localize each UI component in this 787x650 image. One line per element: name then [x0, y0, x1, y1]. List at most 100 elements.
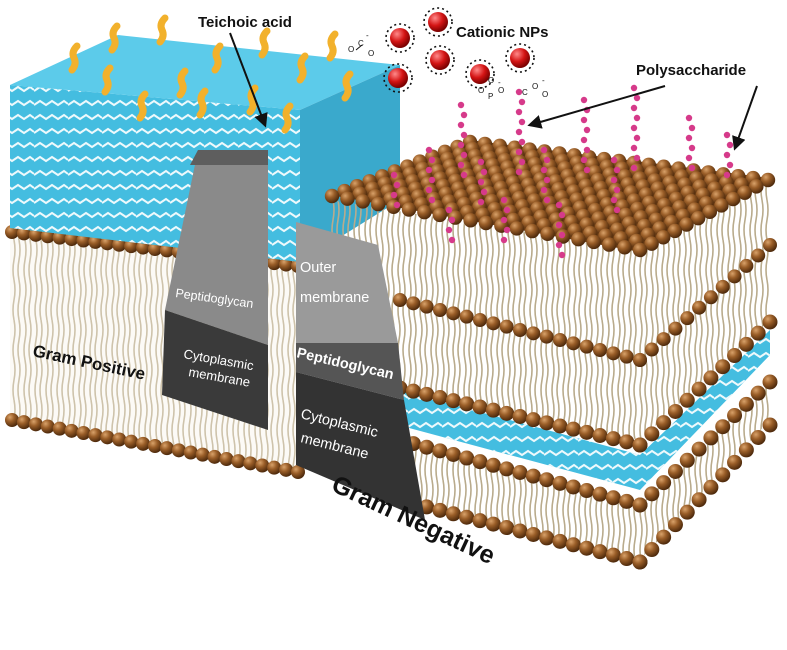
carboxyl-group-2: COO- — [522, 76, 548, 99]
lipid-head — [340, 191, 355, 206]
polysaccharide-bead — [555, 201, 563, 209]
lipid-head — [749, 179, 764, 194]
polysaccharide-bead — [428, 196, 436, 204]
polysaccharide-bead — [390, 171, 398, 179]
polysaccharide-bead — [460, 151, 468, 159]
teichoic-acid-molecule — [196, 87, 209, 119]
polysaccharide-arrow-2 — [732, 85, 758, 151]
lipid-head — [231, 454, 246, 469]
svg-text:O: O — [368, 49, 374, 58]
nanoparticle-charge-ring — [465, 59, 495, 89]
lipid-head — [750, 385, 766, 401]
polysaccharide-bead — [630, 104, 638, 112]
gn-outer-label-line1: Outer — [300, 260, 336, 276]
lipid-head — [432, 502, 448, 518]
gn-outer-label-line2: membrane — [300, 290, 369, 306]
polysaccharide-bead — [460, 111, 468, 119]
lipid-head — [656, 475, 672, 491]
polysaccharide-bead — [633, 134, 641, 142]
lipid-head — [88, 428, 103, 443]
polysaccharide-bead — [515, 108, 523, 116]
lipid-head — [605, 490, 621, 506]
polysaccharide-bead — [540, 186, 548, 194]
svg-text:O: O — [488, 76, 494, 85]
polysaccharide-bead — [723, 151, 731, 159]
lipid-head — [703, 430, 719, 446]
polysaccharide-bead — [425, 146, 433, 154]
svg-text:C: C — [522, 88, 528, 97]
lipid-head — [512, 465, 528, 480]
lipid-head — [159, 243, 174, 258]
lipid-head — [112, 237, 127, 252]
lipid-head — [727, 408, 743, 424]
lipid-head — [405, 383, 421, 399]
polysaccharide-bead — [633, 114, 641, 122]
lipid-head — [417, 205, 432, 220]
lipid-head — [667, 463, 683, 479]
polysaccharide-bead — [518, 138, 526, 146]
polysaccharide-bead — [448, 216, 456, 224]
polysaccharide-bead — [500, 196, 508, 204]
polysaccharide-bead — [633, 94, 641, 102]
lipid-head — [525, 412, 541, 428]
polysaccharide-bead — [688, 124, 696, 132]
lipid-head — [486, 316, 501, 331]
lipid-head — [459, 396, 475, 412]
lipid-head — [553, 333, 567, 347]
polysaccharide-bead — [583, 126, 591, 134]
gp-peptidoglycan-panel — [165, 150, 268, 345]
lipid-head — [243, 456, 258, 471]
lipid-head — [219, 452, 234, 466]
lipid-head — [136, 240, 151, 255]
lipid-head — [446, 306, 461, 321]
lipid-head — [667, 517, 683, 533]
polysaccharide-bead — [515, 168, 523, 176]
lipid-head — [571, 232, 586, 247]
polysaccharide-bead — [515, 88, 523, 96]
lipid-head — [656, 415, 672, 431]
lipid-head — [267, 460, 282, 475]
polysaccharide-bead — [630, 144, 638, 152]
lipid-head — [393, 293, 407, 307]
polysaccharide-bead — [518, 98, 526, 106]
lipid-head — [760, 172, 776, 188]
polysaccharide-bead — [555, 241, 563, 249]
lipid-head — [606, 346, 621, 361]
lipid-head — [690, 210, 706, 226]
svg-text:C: C — [358, 39, 364, 48]
lipid-head — [16, 415, 31, 430]
lipid-head — [692, 300, 707, 315]
lipid-head — [644, 236, 659, 251]
lipid-head — [714, 198, 729, 213]
lipid-head — [419, 439, 435, 455]
nanoparticle — [390, 28, 410, 48]
lipid-head — [633, 353, 647, 367]
lipid-head — [763, 238, 777, 252]
polysaccharide-bead — [723, 131, 731, 139]
lipid-head — [279, 462, 294, 477]
polysaccharide-bead — [428, 156, 436, 164]
teichoic-acid-molecule — [108, 22, 121, 54]
lipid-head — [159, 441, 174, 456]
polysaccharide-bead — [477, 198, 485, 206]
lipid-head — [279, 257, 294, 272]
lipid-head — [552, 418, 568, 434]
gp-membrane-heads-bottom — [5, 413, 305, 479]
lipid-head — [667, 223, 683, 239]
lipid-head — [738, 396, 754, 412]
lipid-head — [737, 185, 752, 200]
lipid-head — [602, 237, 617, 252]
teichoic-acid-molecule — [68, 42, 81, 74]
polysaccharide-bead — [390, 191, 398, 199]
lipid-head — [459, 309, 474, 324]
lipid-head — [401, 202, 417, 217]
nanoparticle — [388, 68, 408, 88]
polysaccharide-bead — [477, 158, 485, 166]
polysaccharide-bead — [558, 231, 566, 239]
polysaccharide-bead — [583, 166, 591, 174]
lipid-head — [579, 424, 595, 440]
lipid-head — [539, 472, 555, 488]
lipid-head — [739, 258, 754, 273]
